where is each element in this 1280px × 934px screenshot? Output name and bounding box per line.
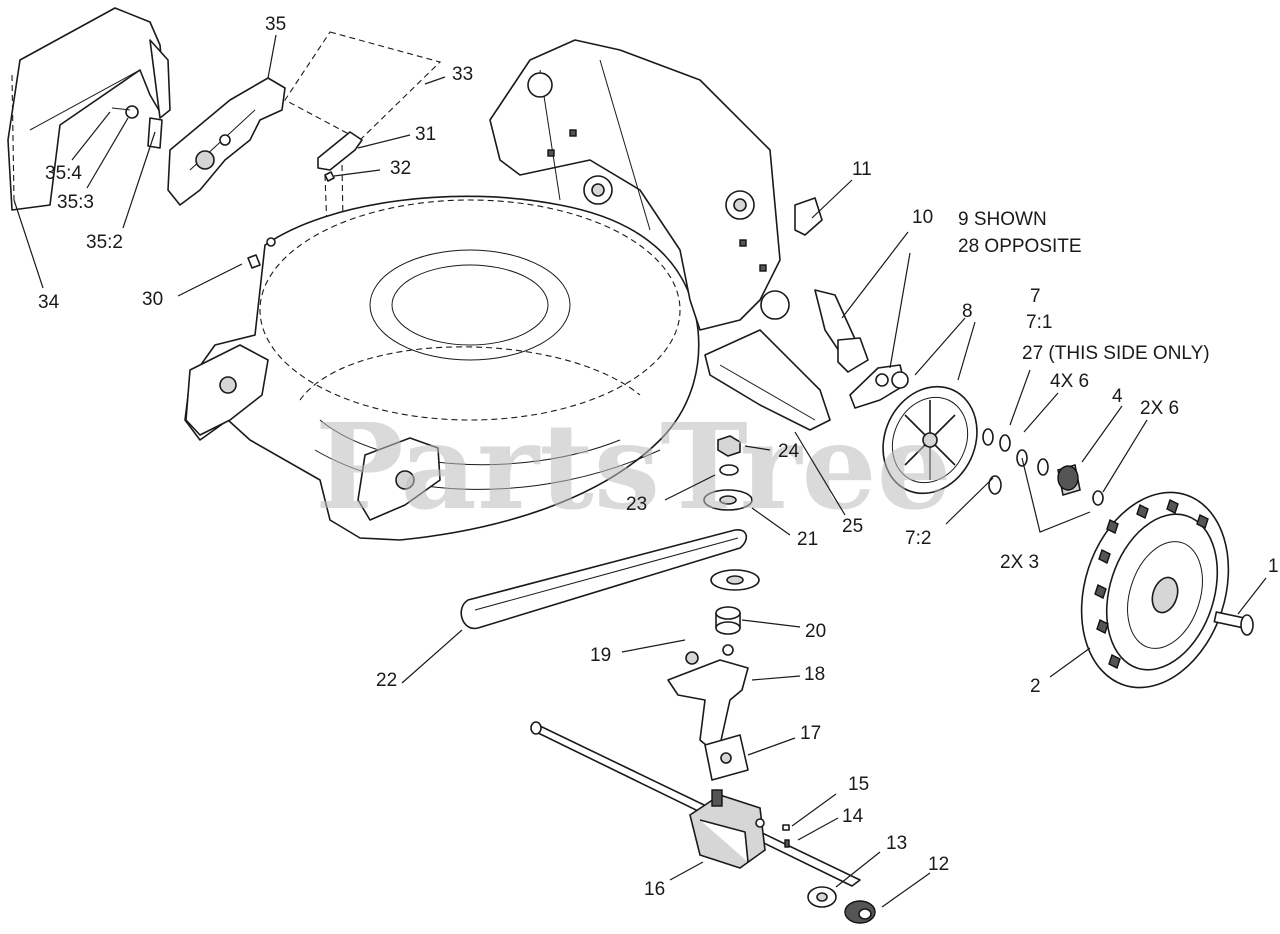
callout-4: 4	[1112, 386, 1123, 407]
callout-27: 27 (THIS SIDE ONLY)	[1022, 343, 1210, 364]
callout-2: 2	[1030, 676, 1041, 697]
callout-35-3: 35:3	[57, 192, 94, 213]
callout-25: 25	[842, 516, 863, 537]
callout-33: 33	[452, 64, 473, 85]
callout-16: 16	[644, 879, 665, 900]
part-wheel-bolt	[1213, 611, 1254, 636]
part-wheel-hardware	[982, 428, 1104, 506]
callout-14: 14	[842, 806, 864, 827]
callout-35-4: 35:4	[45, 163, 82, 184]
part-height-adjuster	[794, 197, 909, 409]
callout-24: 24	[778, 441, 800, 462]
part-latch-bracket	[111, 77, 286, 206]
callout-17: 17	[800, 723, 821, 744]
part-wheel-tire	[1080, 491, 1230, 689]
part-rear-housing	[489, 39, 790, 331]
callout-35-2: 35:2	[86, 232, 123, 253]
callout-11: 11	[852, 159, 872, 180]
callout-15: 15	[848, 774, 869, 795]
callout-19: 19	[590, 645, 611, 666]
callout-1: 1	[1268, 556, 1279, 577]
watermark: PartsTree	[315, 397, 952, 536]
callout-10: 10	[912, 207, 933, 228]
callout-labels: 1 2 4 4X 6 2X 6 2X 3 7 7:1 7:2 8 9 SHOWN…	[38, 14, 1279, 900]
callout-2x6: 2X 6	[1140, 398, 1179, 419]
part-rear-flap	[7, 7, 171, 211]
part-pivot-bracket	[667, 644, 749, 751]
callout-21: 21	[797, 529, 818, 550]
part-fasteners	[247, 171, 335, 269]
callout-32: 32	[390, 158, 411, 179]
callout-4x6: 4X 6	[1050, 371, 1089, 392]
callout-7-1: 7:1	[1026, 312, 1052, 333]
callout-34: 34	[38, 292, 60, 313]
part-rear-skirt	[704, 329, 831, 431]
callout-22: 22	[376, 670, 397, 691]
callout-7: 7	[1030, 286, 1041, 307]
part-gearbox	[689, 789, 766, 869]
callout-2x3: 2X 3	[1000, 552, 1039, 573]
callout-28-opposite: 28 OPPOSITE	[958, 236, 1082, 257]
callout-20: 20	[805, 621, 826, 642]
callout-9-shown: 9 SHOWN	[958, 209, 1047, 230]
part-blade-hardware	[703, 435, 753, 511]
callout-8: 8	[962, 301, 973, 322]
part-drive-belt	[460, 529, 748, 630]
callout-23: 23	[626, 494, 647, 515]
leader-lines	[13, 34, 1267, 908]
callout-30: 30	[142, 289, 163, 310]
part-key-pin	[782, 824, 790, 848]
callout-35: 35	[265, 14, 286, 35]
callout-18: 18	[804, 664, 825, 685]
callout-12: 12	[928, 854, 949, 875]
part-drive-axle	[530, 721, 861, 887]
callout-7-2: 7:2	[905, 528, 931, 549]
part-drive-pulley	[710, 569, 760, 635]
part-wheel-plate	[882, 385, 978, 495]
part-pinion	[807, 886, 876, 924]
callout-13: 13	[886, 833, 907, 854]
callout-31: 31	[415, 124, 436, 145]
part-mount-plate	[704, 734, 749, 781]
part-mower-deck	[184, 195, 700, 541]
